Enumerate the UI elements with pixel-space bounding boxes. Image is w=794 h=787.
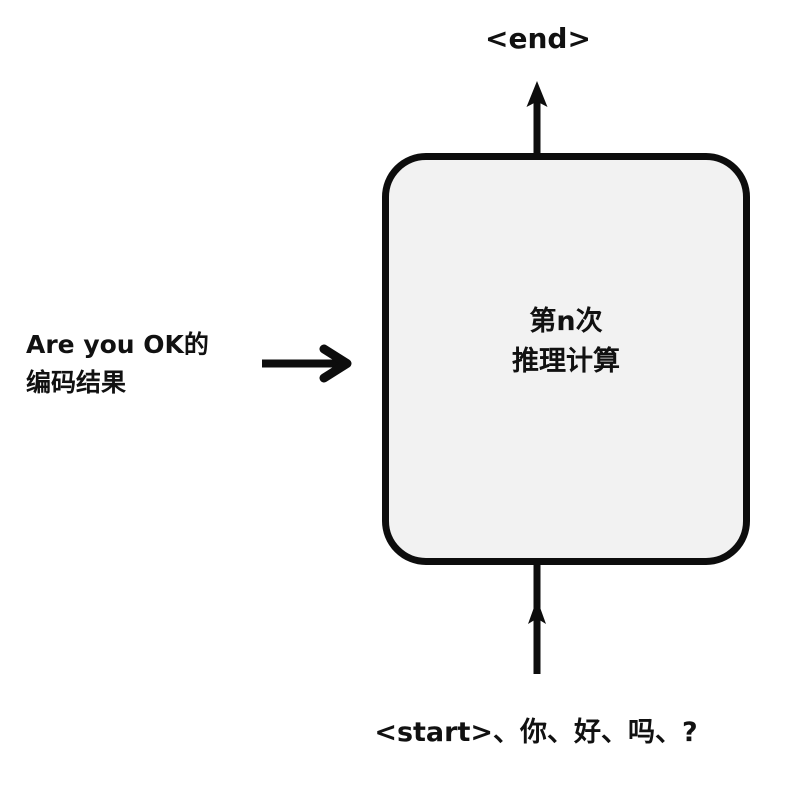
encoded-input-label: Are you OK的 编码结果	[26, 326, 256, 402]
output-up-arrow-icon	[526, 81, 548, 158]
encoded-input-line1: Are you OK的	[26, 330, 209, 359]
end-token-label: <end>	[485, 22, 591, 55]
start-tokens-label: <start>、你、好、吗、?	[374, 717, 698, 748]
encoded-input-line2: 编码结果	[26, 368, 127, 397]
start-up-arrow-icon	[528, 562, 546, 674]
input-right-arrow-icon	[262, 344, 352, 383]
inference-box-label: 第n次 推理计算	[512, 302, 620, 382]
inference-box: 第n次 推理计算	[382, 153, 750, 565]
inference-box-line1: 第n次	[529, 306, 603, 337]
inference-box-line2: 推理计算	[512, 346, 620, 377]
